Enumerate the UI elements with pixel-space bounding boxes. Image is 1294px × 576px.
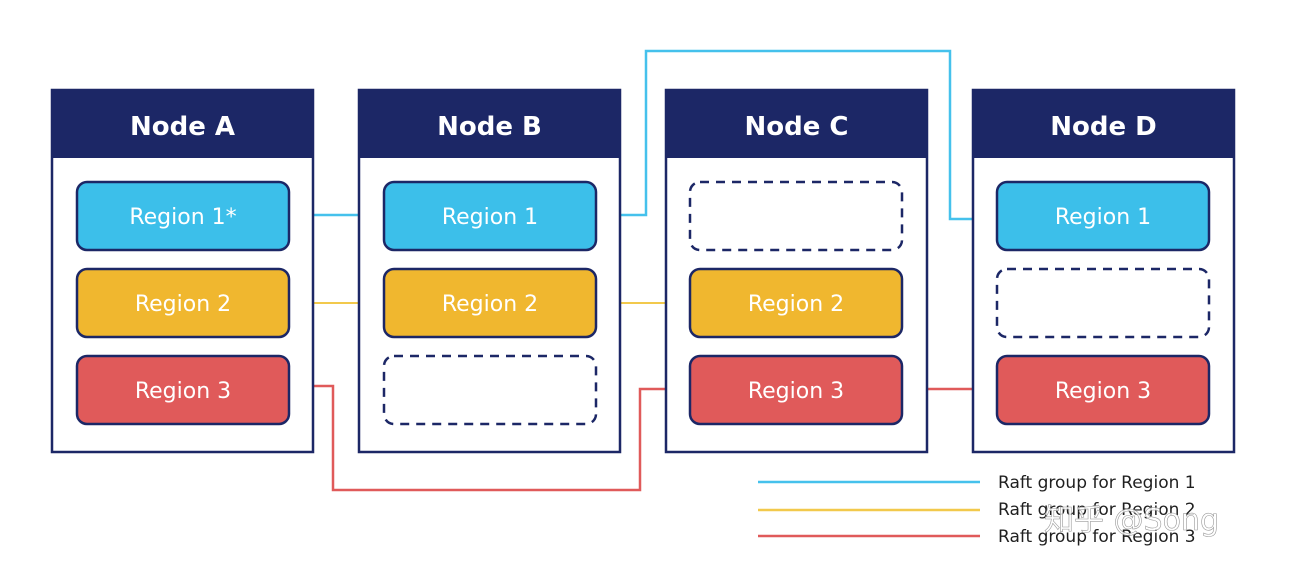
region-box-region2: Region 2 <box>75 267 291 339</box>
region-box-region1: Region 1 <box>995 180 1211 252</box>
node-d-header <box>973 90 1234 158</box>
empty-region-slot <box>688 180 904 252</box>
region-box-region3: Region 3 <box>688 354 904 426</box>
region-label: Region 2 <box>135 292 231 317</box>
legend-label-region3: Raft group for Region 3 <box>998 527 1196 547</box>
node-d-title: Node D <box>1050 112 1157 142</box>
region-box-region2: Region 2 <box>688 267 904 339</box>
region-label: Region 3 <box>748 379 844 404</box>
node-a-header <box>52 90 313 158</box>
region-label: Region 3 <box>1055 379 1151 404</box>
raft-line-region3-a-c <box>290 384 689 492</box>
region-box-region1: Region 1 <box>382 180 598 252</box>
region-slots: Region 1* Region 2 Region 3 Region 1 Region … <box>75 180 1211 426</box>
region-box-region1: Region 1* <box>75 180 291 252</box>
empty-slot-frame <box>382 354 598 426</box>
empty-slot-frame <box>688 180 904 252</box>
region-box-frame <box>75 267 291 339</box>
region-box-frame <box>995 354 1211 426</box>
region-box-region3: Region 3 <box>75 354 291 426</box>
legend-label-region1: Raft group for Region 1 <box>998 473 1196 493</box>
legend-label-region2: Raft group for Region 2 <box>998 500 1196 520</box>
empty-region-slot <box>382 354 598 426</box>
region-box-frame <box>995 180 1211 252</box>
region-label: Region 3 <box>135 379 231 404</box>
region-label: Region 1 <box>1055 205 1151 230</box>
region-label: Region 2 <box>748 292 844 317</box>
region-box-frame <box>688 354 904 426</box>
region-box-frame <box>75 354 291 426</box>
node-c-header <box>666 90 927 158</box>
region-label: Region 1* <box>129 205 236 230</box>
node-b-header <box>359 90 620 158</box>
region-box-region3: Region 3 <box>995 354 1211 426</box>
region-box-frame <box>75 180 291 252</box>
empty-slot-frame <box>995 267 1211 339</box>
node-c-title: Node C <box>745 112 849 142</box>
region-box-frame <box>382 267 598 339</box>
region-box-frame <box>382 180 598 252</box>
region-label: Region 1 <box>442 205 538 230</box>
raft-line-region1-b-d <box>596 49 996 221</box>
region-label: Region 2 <box>442 292 538 317</box>
watermark-text: 知乎 @Song <box>1044 503 1219 538</box>
empty-region-slot <box>995 267 1211 339</box>
node-b-title: Node B <box>437 112 542 142</box>
node-a-title: Node A <box>130 112 235 142</box>
region-box-region2: Region 2 <box>382 267 598 339</box>
legend: Raft group for Region 1 Raft group for R… <box>758 473 1196 547</box>
region-box-frame <box>688 267 904 339</box>
